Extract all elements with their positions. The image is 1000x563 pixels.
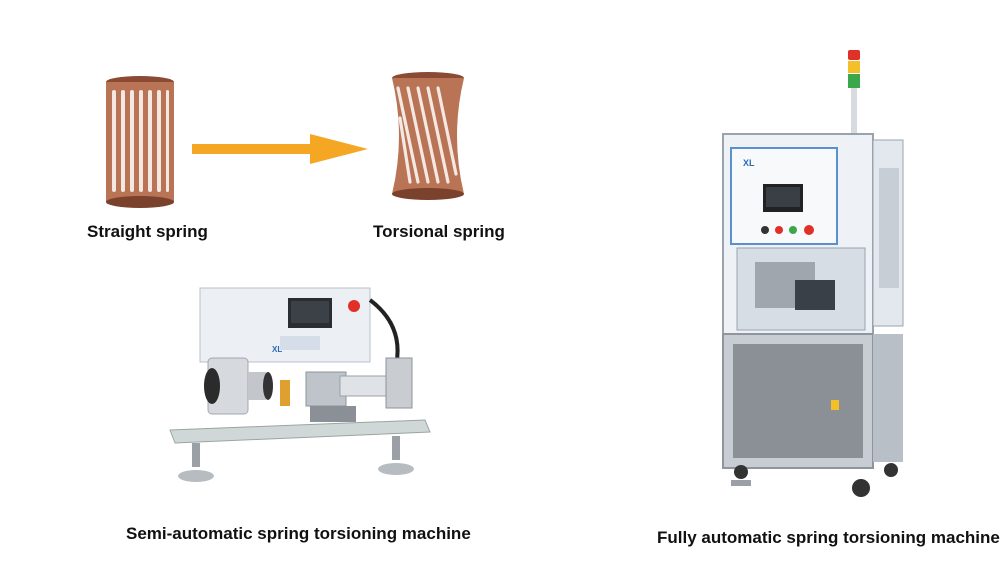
fully-automatic-machine-image: XL [722, 50, 904, 497]
torsional-spring-caption: Torsional spring [373, 222, 505, 241]
fully-automatic-machine-caption: Fully automatic spring torsioning machin… [657, 528, 1000, 547]
svg-text:XL: XL [743, 158, 755, 168]
arrow-right-icon [192, 134, 368, 164]
svg-text:XL: XL [272, 345, 282, 354]
semi-automatic-machine-caption: Semi-automatic spring torsioning machine [126, 524, 471, 543]
semi-automatic-machine-image: XL [169, 287, 431, 482]
torsional-spring-image [392, 72, 464, 200]
straight-spring-image [106, 76, 174, 208]
straight-spring-caption: Straight spring [87, 222, 208, 241]
